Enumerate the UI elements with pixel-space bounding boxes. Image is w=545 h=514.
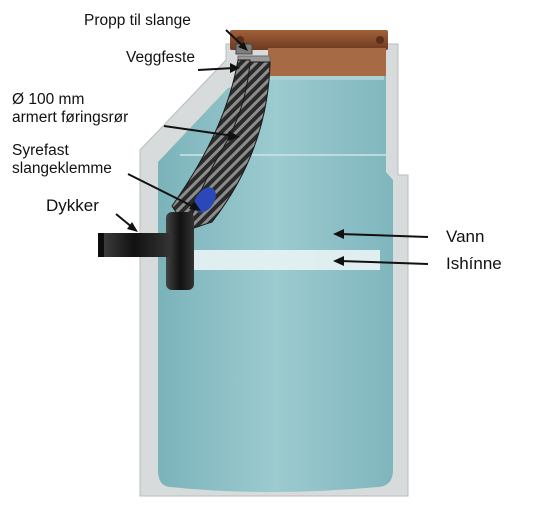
arrow-clamp [127, 173, 197, 209]
arrow-water [339, 233, 429, 238]
label-plug: Propp til slange [84, 12, 191, 29]
arrowhead-wallmount [230, 63, 240, 73]
label-pipe-size: Ø 100 mm [12, 91, 85, 108]
arrow-heads [127, 42, 344, 266]
label-ice: Ishínne [446, 254, 502, 273]
diver-pipe [98, 233, 170, 257]
arrowhead-diver [127, 222, 138, 232]
arrow-ice [339, 260, 429, 265]
arrow-wallmount [197, 67, 235, 71]
arrowhead-plug [238, 42, 248, 51]
arrowhead-ice [333, 256, 344, 266]
label-wall-mount: Veggfeste [126, 49, 195, 66]
diver-pipe-end [98, 233, 104, 257]
arrow-pipe [163, 125, 235, 137]
lid-bolt-right [376, 36, 384, 44]
arrowhead-water [333, 229, 344, 239]
arrowhead-pipe [228, 131, 240, 141]
label-water: Vann [446, 227, 485, 246]
arrow-plug [225, 29, 245, 48]
manhole-lid [230, 30, 388, 50]
label-clamp-2: slangeklemme [12, 160, 112, 177]
label-clamp-1: Syrefast [12, 142, 69, 159]
clamp [194, 187, 216, 213]
label-pipe-desc: armert føringsrør [12, 109, 129, 126]
lid-frame [268, 48, 386, 76]
arrowhead-clamp [189, 201, 201, 211]
ice-band [190, 250, 380, 270]
label-diver: Dykker [46, 196, 99, 215]
elbow-vertical [166, 212, 194, 290]
